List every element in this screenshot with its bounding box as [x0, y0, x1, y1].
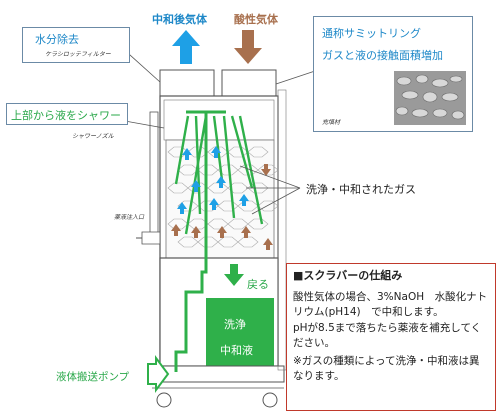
neutralized-gas-up-arrow [172, 30, 200, 64]
neutralized-gas-label: 中和後気体 [152, 13, 207, 26]
water-removal-label: 水分除去 [35, 33, 79, 46]
shower-label: 上部から液をシャワー [11, 109, 121, 122]
shower-callout: 上部から液をシャワー [6, 103, 128, 125]
packing-material-label: 充填材 [322, 119, 341, 126]
blue-gas-arrows [177, 146, 249, 214]
return-label: 戻る [247, 278, 269, 291]
info-title: ■スクラバーの仕組み [293, 269, 403, 282]
contact-area-label: ガスと液の接触面積増加 [322, 49, 443, 62]
wash-liquid-tank [206, 298, 274, 368]
info-line-1: 酸性気体の場合、3%NaOH 水酸化ナトリウム(pH14) で中和します。 [293, 290, 488, 319]
pump-label: 液体搬送ポンプ [56, 371, 130, 383]
left-side-pipe [149, 111, 159, 243]
caster-right [262, 392, 278, 408]
caster-left [156, 392, 172, 408]
outlet-duct-left [159, 69, 215, 97]
chemical-inlet-label: 薬液注入口 [114, 214, 145, 221]
water-removal-sub: ケラシロッテフィルター [45, 51, 111, 58]
washed-gas-label: 洗浄・中和されたガス [306, 183, 416, 196]
info-line-3: ※ガスの種類によって洗浄・中和液は異なります。 [293, 354, 480, 383]
pump-arrow [147, 355, 170, 393]
info-line-2: pHが8.5まで落ちたら薬液を補充してください。 [293, 321, 482, 350]
liquid-circulation-pipe [174, 110, 226, 372]
saddle-ring-label: 通称サミットリング [322, 27, 421, 40]
shower-nozzle-label: シャワーノズル [72, 133, 114, 140]
return-down-arrow [224, 264, 244, 286]
water-removal-callout: 水分除去 ケラシロッテフィルター [22, 27, 130, 63]
chemical-inlet-pipe [141, 231, 161, 245]
acid-gas-down-arrow [234, 30, 262, 64]
packing-callout: 通称サミットリング ガスと液の接触面積増加 充填材 [313, 16, 473, 132]
outlet-duct-right [221, 69, 277, 97]
packing-photo [394, 71, 466, 125]
acid-gas-label: 酸性気体 [234, 13, 278, 26]
wash-liquid-label-1: 洗浄 [224, 318, 246, 331]
brown-gas-arrows [171, 164, 273, 250]
scrubber-info-box: ■スクラバーの仕組み 酸性気体の場合、3%NaOH 水酸化ナトリウム(pH14)… [286, 263, 496, 411]
wash-liquid-label-2: 中和液 [220, 344, 253, 357]
